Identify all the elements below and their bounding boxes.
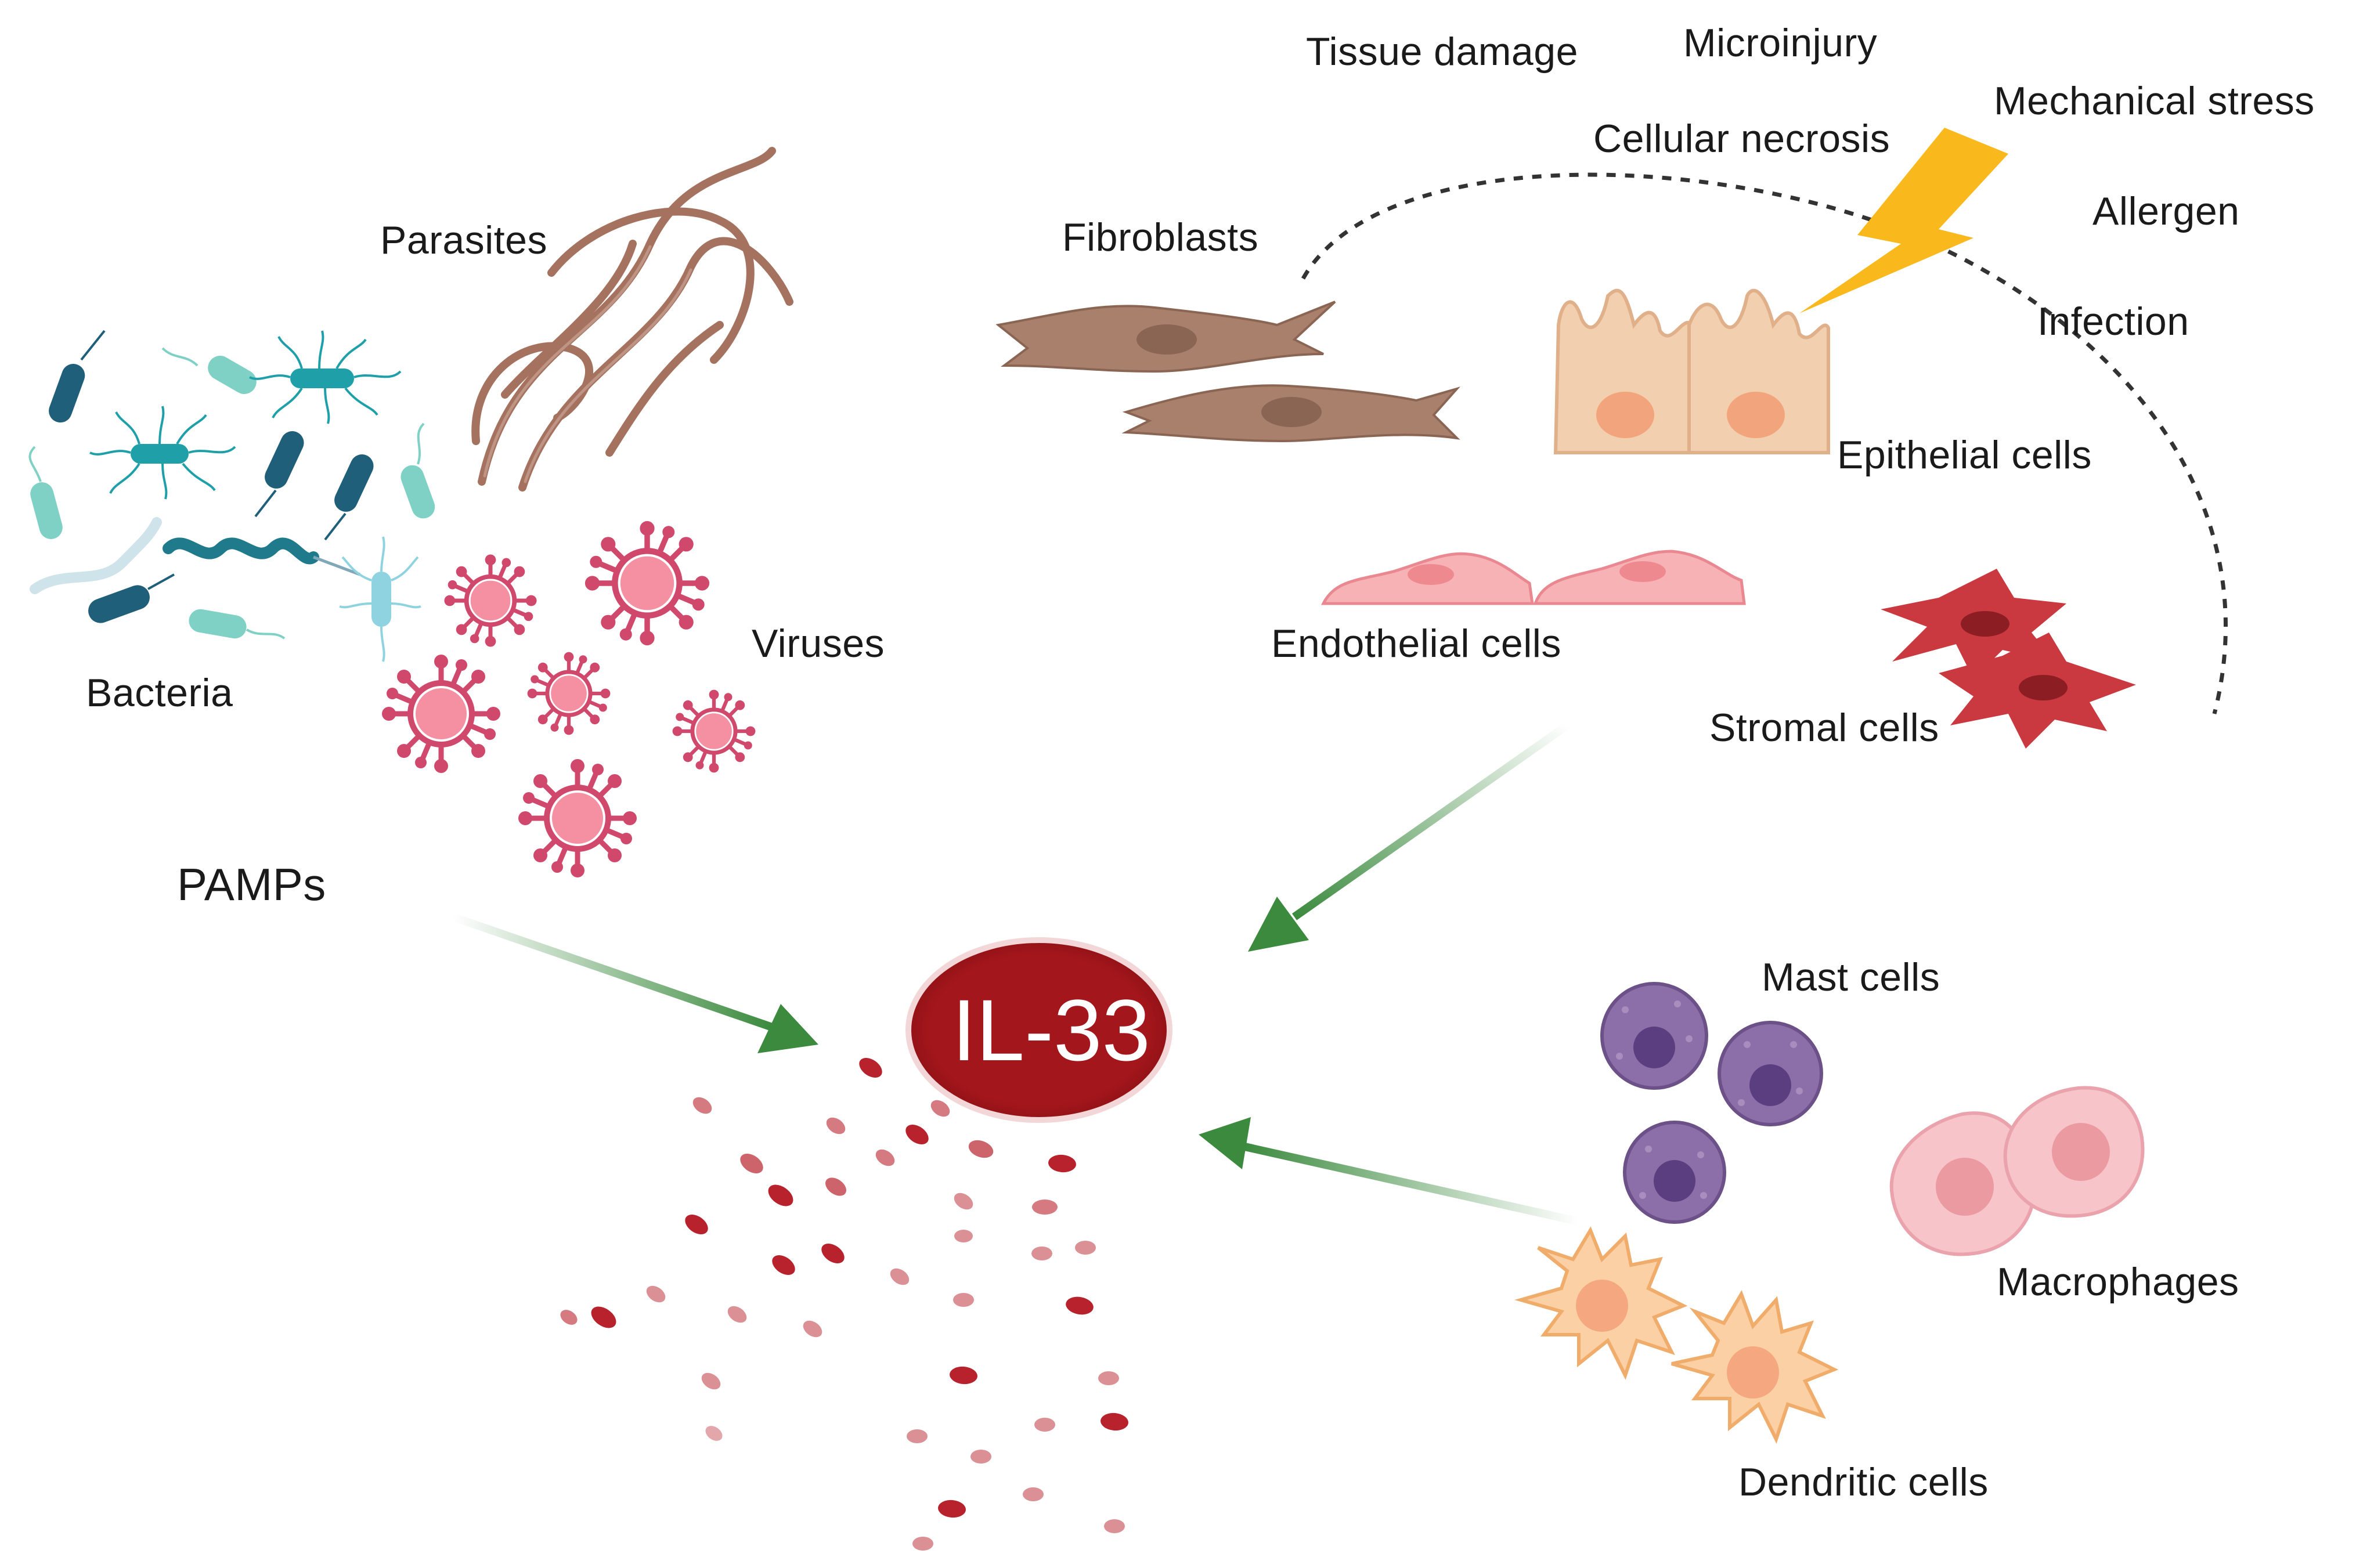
label-cellular-necrosis: Cellular necrosis — [1593, 117, 1890, 161]
virus-icon — [382, 521, 755, 877]
cell-icon-fibroblast — [995, 301, 1461, 443]
label-microinjury: Microinjury — [1683, 21, 1878, 65]
cell-icon-dendritic — [1514, 1226, 1839, 1444]
cell-icon-endothelial — [1320, 550, 1746, 605]
lightning-icon — [1799, 128, 2008, 313]
cell-icon-mast — [1600, 982, 1823, 1224]
il33-ellipse — [905, 937, 1172, 1123]
label-fibroblasts: Fibroblasts — [1062, 215, 1259, 259]
label-pamps: PAMPs — [177, 859, 326, 910]
label-mechanical-stress: Mechanical stress — [1994, 79, 2315, 123]
tissue-border-dashed-arc — [1301, 172, 2228, 714]
label-infection: Infection — [2037, 299, 2189, 344]
il33-label: IL-33 — [952, 981, 1150, 1079]
arrow-icon — [451, 722, 1580, 1226]
label-mast-cells: Mast cells — [1762, 955, 1940, 999]
label-parasites: Parasites — [380, 218, 547, 262]
label-dendritic-cells: Dendritic cells — [1738, 1460, 1989, 1504]
cell-icon-macrophage — [1889, 1086, 2145, 1256]
bacteria-icon — [28, 330, 435, 662]
label-macrophages: Macrophages — [1997, 1260, 2239, 1304]
label-epithelial-cells: Epithelial cells — [1837, 433, 2092, 477]
label-stromal-cells: Stromal cells — [1709, 706, 1939, 750]
label-endothelial-cells: Endothelial cells — [1271, 622, 1561, 666]
il33-particles — [560, 1057, 1128, 1551]
cell-icon-epithelial — [1553, 288, 1830, 454]
cell-icon-stromal — [1881, 569, 2136, 749]
label-viruses: Viruses — [752, 622, 885, 666]
label-bacteria: Bacteria — [86, 671, 233, 715]
label-tissue-damage: Tissue damage — [1306, 30, 1578, 74]
parasite-icon — [471, 147, 793, 492]
label-allergen: Allergen — [2092, 189, 2240, 233]
